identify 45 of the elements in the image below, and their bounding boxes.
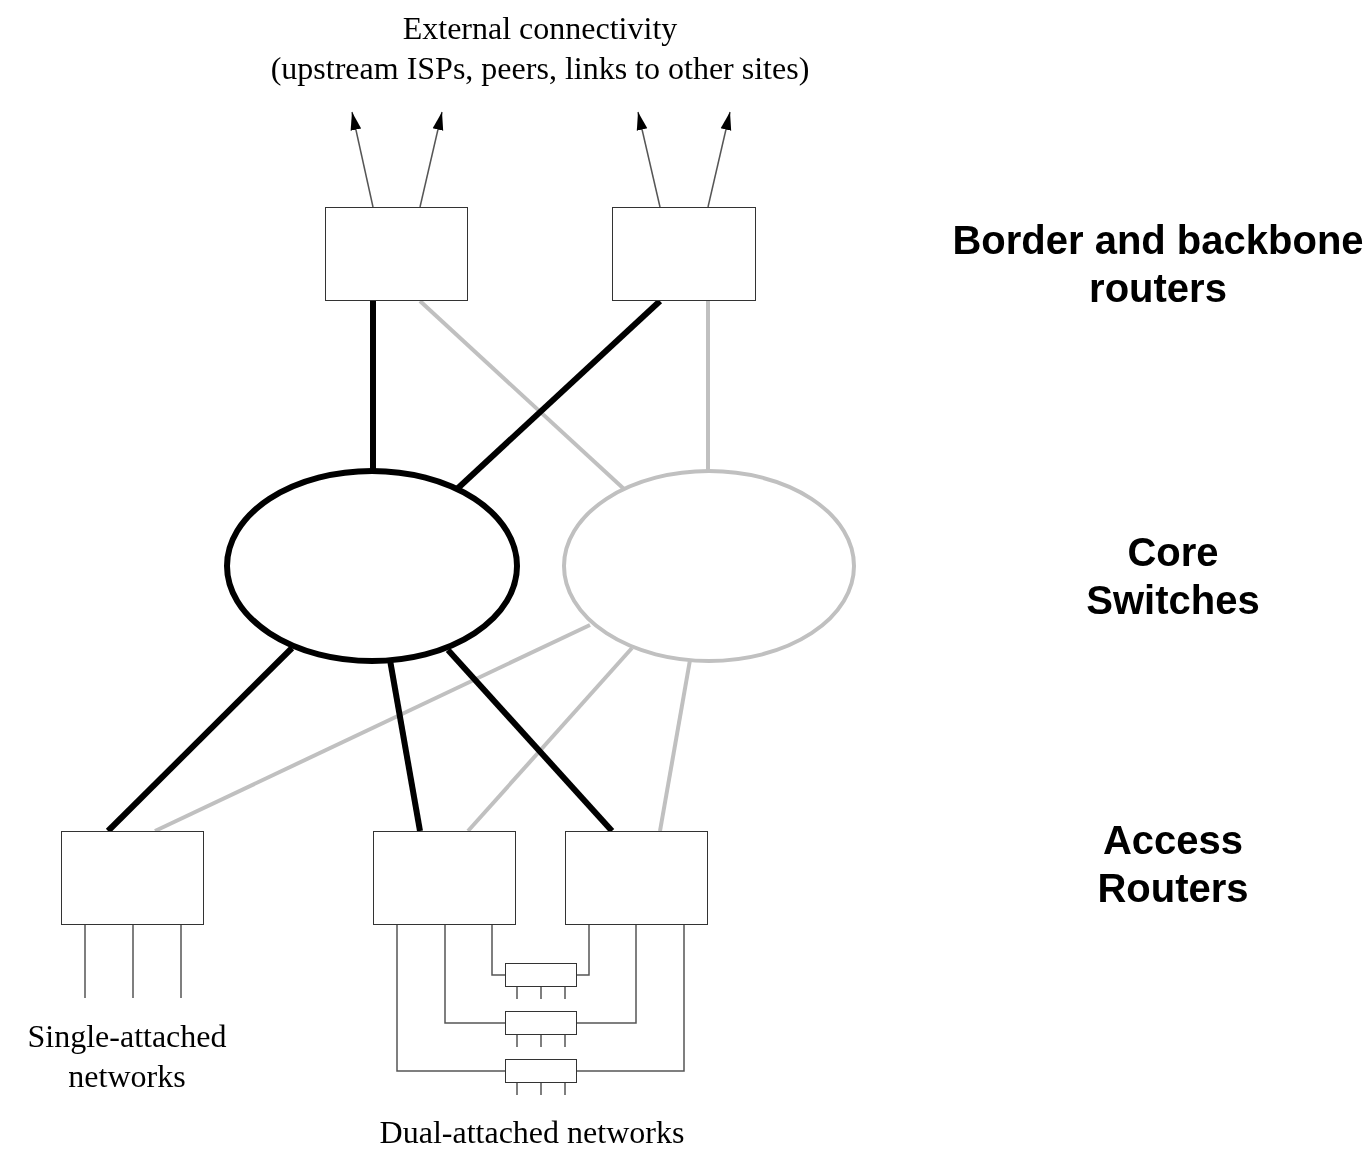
layer-label: Single-attached networks bbox=[26, 1017, 228, 1096]
connector-line bbox=[444, 924, 506, 1024]
router-box bbox=[325, 207, 468, 301]
layer-label: Border and backbone routers bbox=[951, 217, 1365, 312]
router-box bbox=[612, 207, 756, 301]
connector-line bbox=[445, 648, 615, 833]
connector-line bbox=[396, 924, 506, 1072]
switch-ellipse bbox=[562, 469, 856, 663]
connector-line bbox=[576, 924, 637, 1024]
connector-line bbox=[370, 301, 376, 471]
connector-line bbox=[658, 659, 692, 832]
connector-line bbox=[564, 1034, 566, 1048]
connector-line bbox=[418, 299, 626, 491]
connector-line bbox=[466, 646, 634, 833]
layer-label: Core Switches bbox=[1085, 529, 1261, 624]
router-box bbox=[61, 831, 204, 925]
caption-text: External connectivity (upstream ISPs, peers, links to other sites) bbox=[269, 9, 811, 88]
connector-line bbox=[516, 1034, 518, 1048]
network-box bbox=[505, 1059, 577, 1083]
connector-line bbox=[516, 986, 518, 1000]
connector-line bbox=[154, 623, 591, 833]
connector-line bbox=[516, 1082, 518, 1096]
layer-label: Access Routers bbox=[1096, 817, 1250, 912]
connector-line bbox=[564, 1082, 566, 1096]
network-box bbox=[505, 963, 577, 987]
connector-line bbox=[491, 924, 506, 976]
connector-line bbox=[540, 1082, 542, 1096]
connector-line bbox=[564, 986, 566, 1000]
connector-line bbox=[180, 924, 182, 999]
network-box bbox=[505, 1011, 577, 1035]
connector-line bbox=[540, 986, 542, 1000]
switch-ellipse bbox=[224, 468, 520, 664]
connector-line bbox=[706, 301, 710, 471]
router-box bbox=[373, 831, 516, 925]
arrow bbox=[707, 111, 732, 208]
arrow bbox=[636, 111, 661, 208]
connector-line bbox=[84, 924, 86, 999]
connector-line bbox=[132, 924, 134, 999]
arrow bbox=[350, 111, 374, 208]
connector-line bbox=[576, 924, 590, 976]
connector-line bbox=[576, 924, 685, 1072]
arrow bbox=[419, 111, 444, 208]
router-box bbox=[565, 831, 708, 925]
connector-line bbox=[540, 1034, 542, 1048]
layer-label: Dual-attached networks bbox=[378, 1113, 686, 1149]
